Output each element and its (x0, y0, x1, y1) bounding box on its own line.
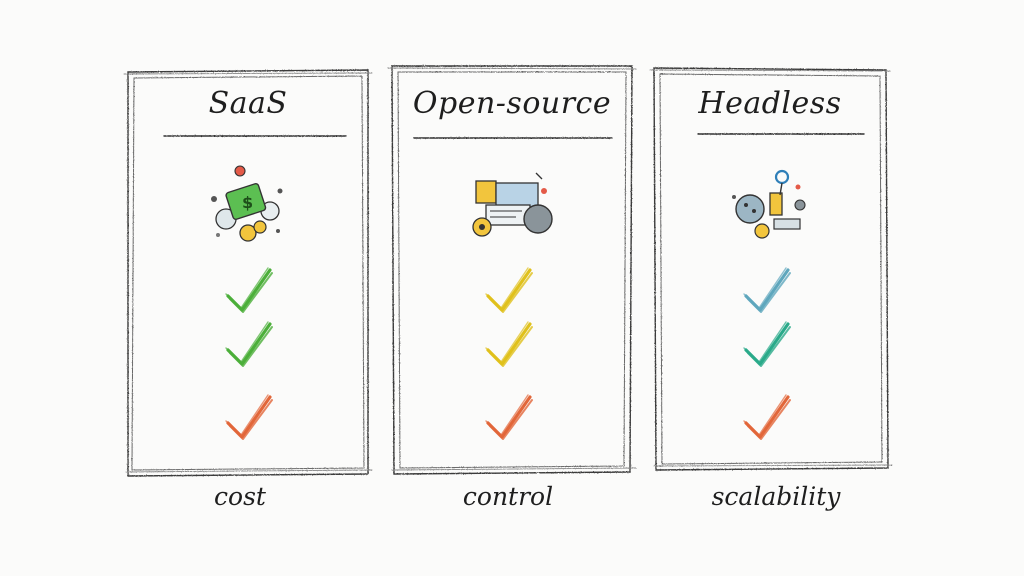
checkmark-2-1 (485, 267, 533, 313)
checkmark-3-2 (743, 321, 791, 367)
checkmark-1-1 (225, 267, 273, 313)
column-title-saas: SaaS (208, 86, 288, 121)
checkmark-3-3 (743, 394, 791, 440)
svg-text:$: $ (242, 193, 253, 212)
column-title-open-source: Open-source (412, 86, 612, 121)
code-gears-icon (472, 172, 553, 237)
checkmark-1-2 (225, 321, 273, 367)
column-box-saas (123, 69, 373, 477)
checkmark-2-3 (485, 394, 533, 440)
column-box-open-source (387, 65, 637, 475)
column-box-headless (649, 67, 893, 471)
checkmark-1-3 (225, 394, 273, 440)
checkmarks-layer (225, 267, 791, 440)
checkmark-3-1 (743, 267, 791, 313)
caption-cost: cost (214, 482, 266, 511)
caption-scalability: scalability (711, 482, 841, 511)
checkmark-2-2 (485, 321, 533, 367)
money-coins-icon: $ (211, 165, 283, 242)
gears-network-icon (732, 169, 806, 239)
caption-control: control (462, 482, 554, 511)
column-title-headless: Headless (698, 86, 842, 121)
